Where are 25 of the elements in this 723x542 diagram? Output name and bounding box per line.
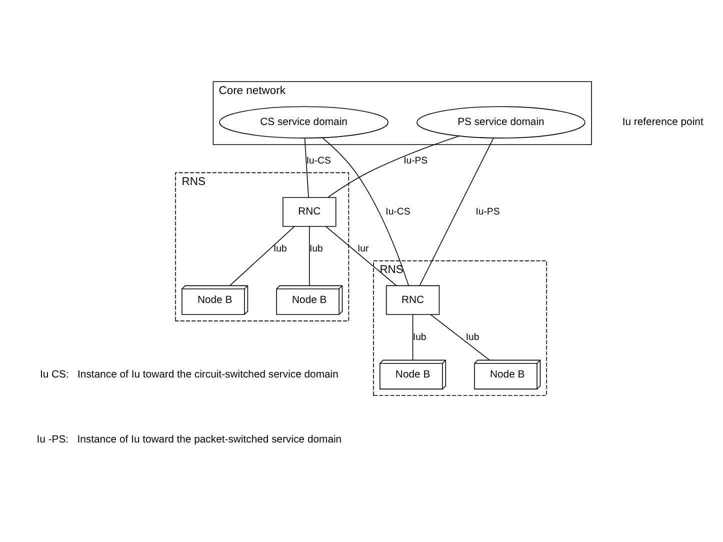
node-ellipse: CS service domain: [219, 106, 389, 138]
connector: [328, 136, 460, 198]
label: Iu reference point: [622, 117, 704, 128]
node-ellipse: PS service domain: [416, 106, 586, 138]
connector: [412, 314, 414, 361]
connector: [430, 314, 490, 361]
connector: [304, 138, 309, 198]
edge-label: Iu-CS: [386, 206, 410, 218]
connector: [309, 226, 310, 286]
connector: [325, 226, 397, 286]
edge-label: Iub: [273, 244, 287, 255]
node-box: RNC: [282, 197, 336, 227]
label: Iu -PS: Instance of Iu toward the packet-switched service domain: [36, 434, 342, 446]
edge-label: Iu-PS: [404, 156, 428, 167]
edge-label: Iu-CS: [306, 156, 331, 167]
edge-label: Iub: [412, 332, 426, 343]
edge-label: Iu-PS: [476, 206, 500, 218]
edge-label: Iur: [357, 244, 369, 255]
edge-label: Iub: [466, 332, 480, 343]
edge-label: Iub: [310, 244, 323, 255]
label: Iu CS: Instance of Iu toward the circuit-switched service domain: [40, 369, 338, 380]
connector: [419, 138, 494, 286]
connector: [322, 138, 409, 286]
connector: [229, 226, 295, 286]
node-box: RNC: [386, 285, 440, 315]
